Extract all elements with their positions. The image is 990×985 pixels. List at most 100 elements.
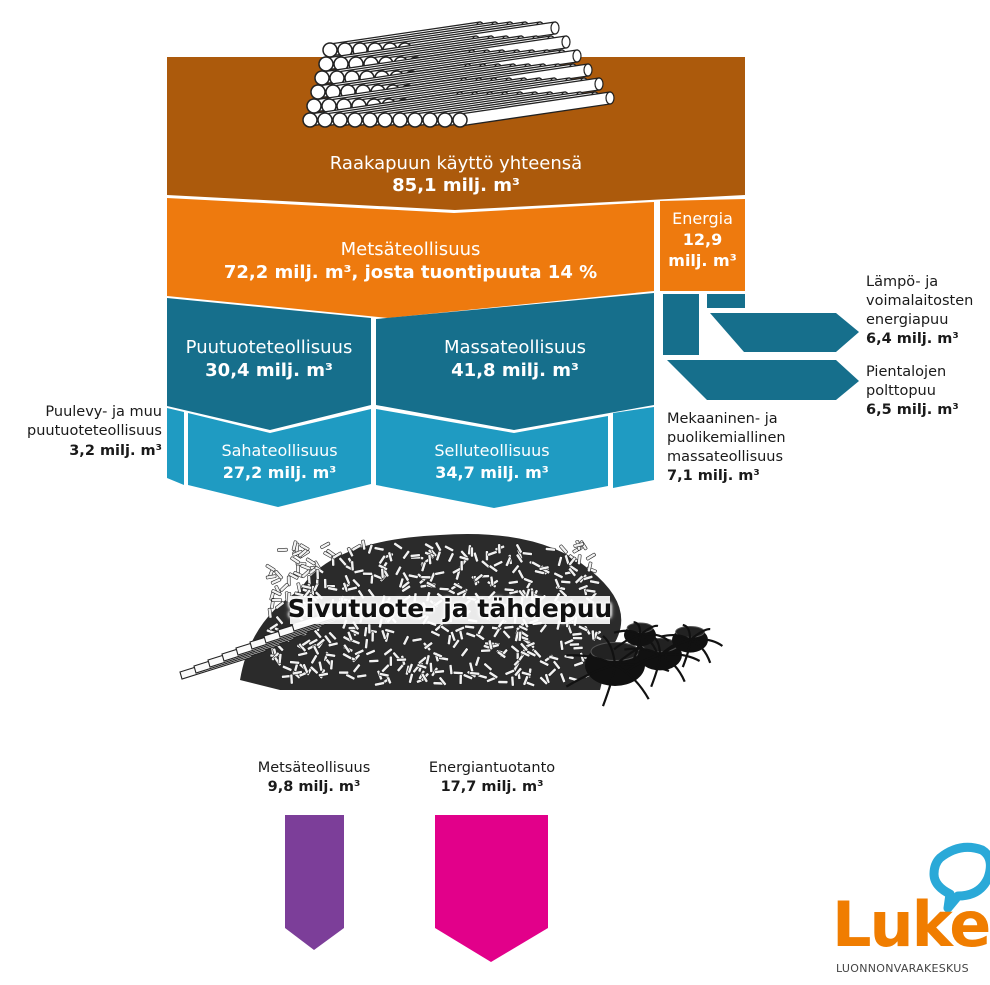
- wood-chip: [573, 660, 584, 668]
- wood-chip: [472, 551, 479, 563]
- wood-chip: [434, 570, 446, 576]
- wood-chip: [342, 652, 353, 660]
- wood-chip: [275, 601, 285, 610]
- wood-chip: [502, 629, 511, 640]
- wood-chip: [517, 630, 523, 642]
- small-houses-label-line2: polttopuu: [866, 383, 936, 399]
- wood-chip: [590, 629, 596, 641]
- wood-chip: [394, 565, 403, 576]
- wood-chip: [425, 581, 437, 589]
- wood-chip: [447, 552, 455, 563]
- wood-chip: [430, 630, 441, 638]
- energy-label: Energia: [672, 209, 733, 228]
- wood-chip: [407, 573, 419, 579]
- wood-chip: [393, 542, 403, 551]
- wood-chip: [480, 648, 491, 653]
- wood-chip: [574, 575, 584, 585]
- wood-chip: [523, 577, 534, 584]
- wood-chip: [351, 543, 362, 552]
- wood-chip: [286, 575, 291, 587]
- wood-chip: [364, 638, 369, 649]
- wood-chip: [434, 669, 445, 674]
- energy-unit: milj. m³: [668, 251, 737, 270]
- wood-chip: [488, 671, 499, 680]
- wood-chip: [458, 674, 463, 685]
- wood-chip: [277, 547, 288, 553]
- wood-chip: [342, 581, 349, 593]
- sawmill-block: [188, 409, 371, 507]
- wood-chip: [531, 560, 542, 569]
- wood-chip: [363, 626, 368, 638]
- wood-chip: [483, 662, 493, 672]
- byproduct-energy-label: Energiantuotanto: [428, 760, 556, 776]
- wood-chip: [420, 561, 427, 573]
- wood-chip: [568, 556, 577, 567]
- wood-chip: [300, 563, 311, 571]
- energy-branch-right: [707, 294, 745, 308]
- wood-chip: [267, 607, 273, 619]
- wood-chip: [572, 645, 584, 651]
- wood-chip: [572, 636, 583, 640]
- wood-chip: [518, 624, 529, 632]
- wood-chip: [510, 644, 520, 654]
- sawmill-value: 27,2 milj. m³: [222, 463, 337, 482]
- wood-chip: [271, 598, 283, 602]
- wood-chip: [312, 645, 320, 656]
- wood-chip: [268, 622, 279, 631]
- stump: [660, 623, 724, 668]
- wood-chip: [432, 651, 443, 659]
- wood-chip: [344, 574, 351, 585]
- wood-chip: [315, 569, 320, 580]
- wood-chip: [301, 638, 312, 647]
- small-houses-label-line1: Pientalojen: [866, 364, 947, 380]
- wood-chip: [452, 638, 461, 649]
- wood-chip: [279, 582, 289, 592]
- wood-chip: [302, 663, 309, 674]
- cellulose-label: Selluteollisuus: [434, 441, 550, 460]
- wood-chip: [329, 659, 334, 671]
- wood-chip: [474, 656, 481, 667]
- wood-chip: [356, 673, 368, 679]
- wood-chip: [265, 574, 277, 580]
- wood-chip: [408, 672, 414, 684]
- wood-chip: [477, 624, 485, 635]
- small-houses-value: 6,5 milj. m³: [866, 402, 959, 418]
- luke-logo-word: Luke: [832, 888, 990, 961]
- wood-chip: [297, 651, 309, 657]
- cellulose-block: [376, 409, 608, 508]
- wood-chip: [389, 655, 393, 667]
- wood-products-value: 30,4 milj. m³: [205, 360, 333, 381]
- sawmill-label: Sahateollisuus: [221, 441, 338, 460]
- wood-chip: [504, 556, 512, 567]
- wood-chip: [277, 653, 283, 664]
- wood-chip: [288, 572, 299, 580]
- wood-chip: [281, 664, 293, 672]
- wood-chip: [456, 589, 467, 597]
- wood-chip: [338, 556, 348, 567]
- byproduct-forest-arrow: [285, 815, 344, 950]
- luke-logo-bubble: [929, 842, 990, 913]
- energy-branch-left: [663, 294, 699, 355]
- mechanical-value: 7,1 milj. m³: [667, 468, 760, 484]
- wood-chip: [353, 568, 365, 574]
- wood-chip: [489, 575, 495, 587]
- wood-chip: [578, 584, 589, 591]
- wood-chip: [290, 556, 301, 565]
- forest-industry-label: Metsäteollisuus: [340, 239, 481, 260]
- wood-chip: [492, 627, 501, 638]
- wood-chip: [569, 642, 580, 647]
- chip-pile: [179, 534, 622, 690]
- log: [452, 91, 615, 128]
- wood-chip: [416, 663, 428, 670]
- wood-chip: [420, 672, 429, 683]
- wood-chip: [557, 556, 563, 567]
- wood-chip: [515, 543, 523, 554]
- cellulose-value: 34,7 milj. m³: [435, 463, 549, 482]
- wood-chip: [507, 579, 519, 585]
- wood-chip: [301, 584, 312, 590]
- wood-chip: [427, 554, 433, 565]
- wood-chip: [460, 647, 469, 658]
- wood-chip: [567, 567, 577, 577]
- wood-chip: [352, 663, 361, 673]
